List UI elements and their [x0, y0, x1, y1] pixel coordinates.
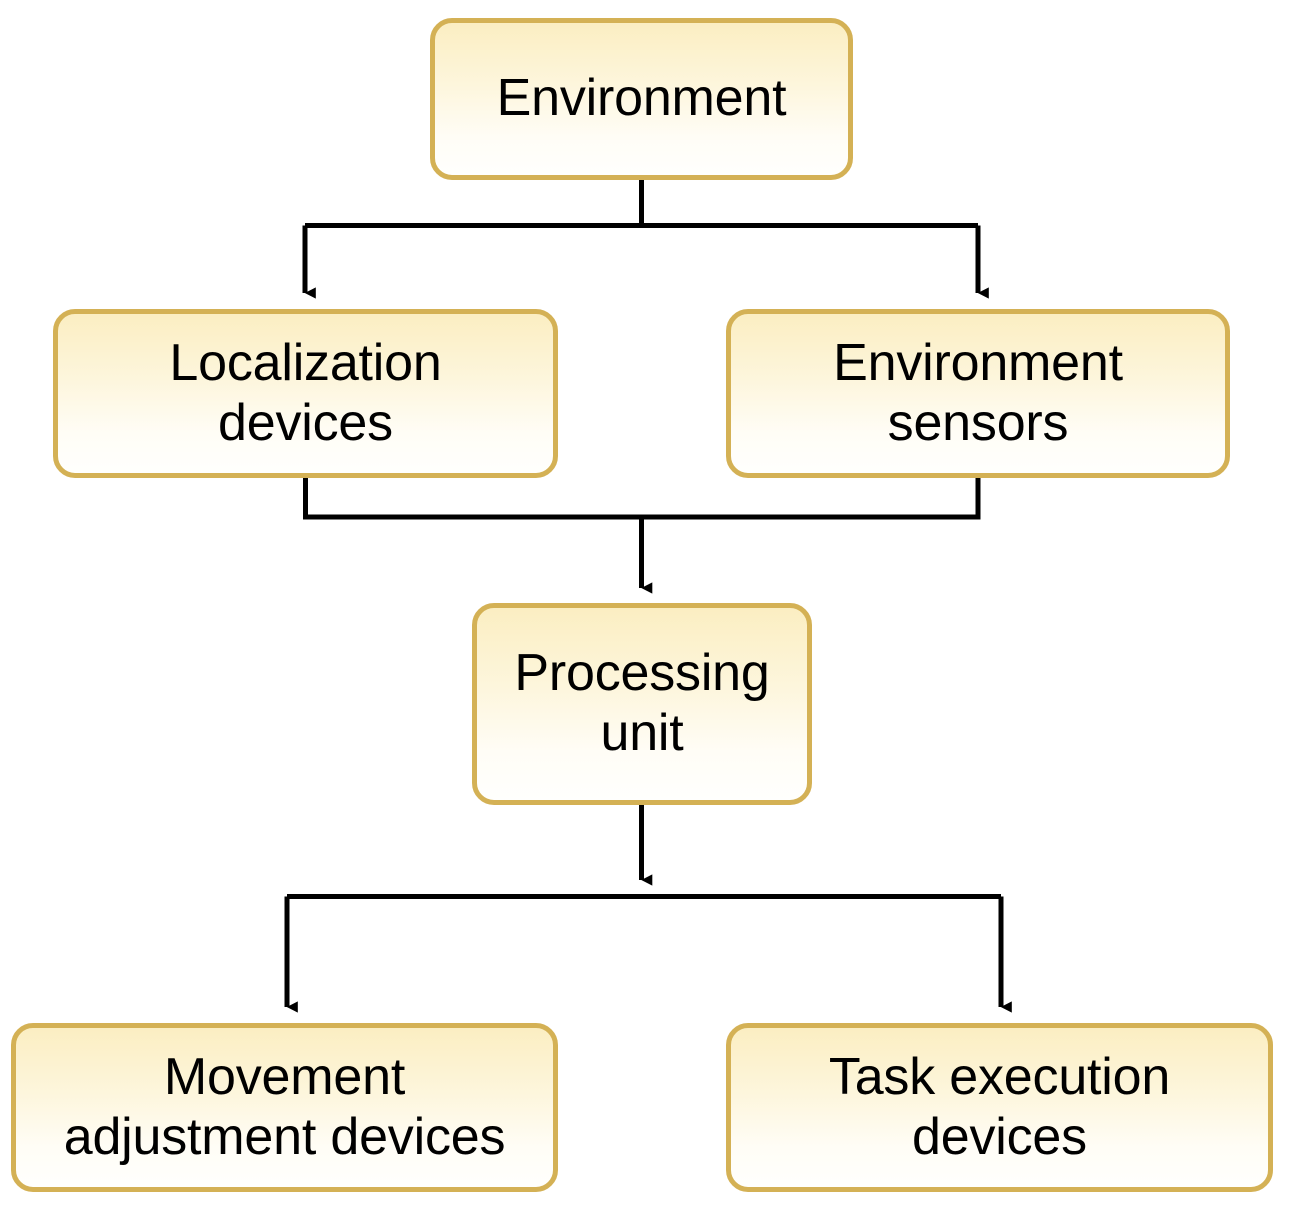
node-movement-adjustment-devices[interactable]: Movement adjustment devices [11, 1023, 558, 1192]
node-task-execution-devices[interactable]: Task execution devices [726, 1023, 1273, 1192]
node-environment[interactable]: Environment [430, 18, 853, 180]
node-localization-devices[interactable]: Localization devices [53, 309, 558, 478]
node-processing-unit[interactable]: Processing unit [472, 603, 812, 805]
node-environment-sensors[interactable]: Environment sensors [726, 309, 1230, 478]
